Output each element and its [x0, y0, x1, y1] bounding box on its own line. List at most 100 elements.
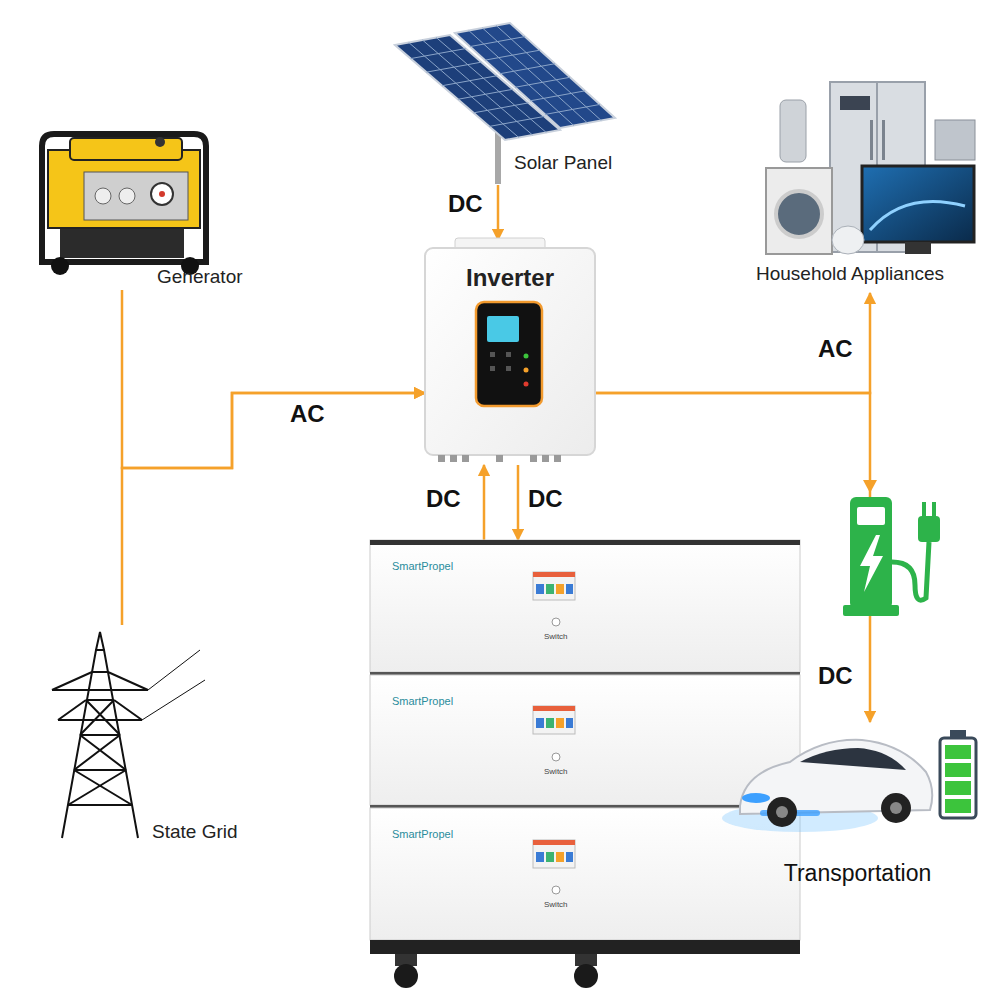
inverter-illustration [506, 366, 511, 371]
generator-illustration [159, 191, 165, 197]
inverter-illustration [490, 366, 495, 371]
household-appliances-illustration [870, 201, 965, 230]
electric-car-illustration [881, 793, 911, 823]
battery-status-sticker [546, 584, 554, 594]
power-tower-illustration [142, 650, 205, 720]
solar-cell-grid [496, 26, 601, 121]
battery-module: SmartPropelSwitch [370, 675, 800, 805]
switch-label: Switch [544, 767, 568, 776]
charging-station-icon [850, 497, 892, 609]
power-tower-illustration [68, 700, 132, 805]
charging-station-icon [857, 507, 885, 525]
battery-status-sticker [536, 584, 544, 594]
charging-station-icon [918, 516, 940, 542]
flow-type-label: DC [528, 485, 563, 513]
switch-button [552, 753, 560, 761]
solar-cell-grid [470, 37, 525, 47]
battery-stack-illustration [370, 940, 800, 954]
solar-cell-grid [426, 62, 481, 72]
inverter-illustration [487, 316, 519, 342]
power-tower-illustration [52, 632, 205, 838]
brand-label: SmartPropel [392, 560, 453, 573]
node-label: State Grid [152, 821, 238, 843]
power-flow-line [595, 293, 870, 393]
generator-illustration [42, 134, 206, 275]
power-tower-illustration [52, 672, 148, 720]
electric-car-illustration [742, 793, 770, 803]
node-label: Household Appliances [756, 263, 944, 285]
solar-cell-grid [469, 31, 574, 126]
solar-cell-grid [442, 76, 497, 86]
inverter-illustration [425, 248, 595, 455]
node-label: Generator [157, 266, 243, 288]
household-appliances-illustration [840, 96, 870, 110]
battery-stack-illustration [370, 675, 800, 805]
battery-stack-illustration [370, 540, 800, 988]
household-appliances-illustration [766, 168, 832, 254]
solar-cell-grid [409, 26, 602, 138]
charging-station-icon [843, 480, 940, 616]
generator-illustration [155, 137, 165, 147]
electric-car-illustration [890, 802, 902, 814]
solar-panel-node: Solar Panel [385, 15, 640, 185]
inverter-illustration [490, 352, 495, 357]
power-flow-line [483, 465, 486, 540]
battery-status-sticker [533, 706, 575, 711]
battery-stack-illustration [394, 964, 418, 988]
flow-type-label: DC [818, 662, 853, 690]
battery-level-icon [945, 799, 971, 813]
solar-cell-grid [545, 104, 600, 114]
charging-station-icon [892, 542, 929, 600]
electric-car-illustration [776, 806, 788, 818]
generator-illustration [60, 226, 184, 258]
battery-status-sticker [556, 718, 564, 728]
battery-status-sticker [533, 572, 575, 600]
appliances-node: Household Appliances [750, 75, 995, 293]
solar-cell-grid [485, 50, 540, 60]
battery-stack-illustration [370, 540, 800, 545]
power-tower-illustration [68, 672, 132, 805]
household-appliances-illustration [862, 166, 974, 242]
inverter-illustration [524, 382, 529, 387]
household-appliances-illustration [870, 120, 873, 160]
power-flow-line [517, 465, 520, 540]
battery-stack-illustration [370, 808, 800, 940]
battery-status-sticker [533, 840, 575, 845]
household-appliances-illustration [776, 191, 822, 237]
battery-status-sticker [536, 718, 544, 728]
brand-label: SmartPropel [392, 828, 453, 841]
generator-illustration [42, 134, 206, 262]
generator-node: Generator [30, 130, 270, 290]
inverter-illustration [450, 455, 457, 462]
flow-type-label: DC [448, 190, 483, 218]
inverter-illustration [554, 455, 561, 462]
battery-level-icon [940, 730, 976, 818]
battery-stack-illustration [574, 964, 598, 988]
battery-status-sticker [546, 852, 554, 862]
electric-car-illustration [722, 730, 976, 832]
solar-panel-illustration [455, 23, 615, 128]
battery-status-sticker [533, 572, 575, 577]
inverter-illustration [462, 455, 469, 462]
battery-status-sticker [533, 572, 575, 868]
power-flow-line [122, 290, 425, 468]
electric-car-illustration [800, 748, 906, 770]
state-grid-node: State Grid [45, 625, 265, 850]
battery-level-icon [945, 745, 971, 759]
solar-cell-grid [483, 28, 588, 123]
household-appliances-illustration [905, 242, 931, 254]
transportation-node: Transportation [720, 722, 995, 892]
solar-cell-grid [474, 103, 529, 113]
power-tower-illustration [62, 650, 138, 838]
battery-module: SmartPropelSwitch [370, 540, 800, 672]
battery-level-icon [945, 763, 971, 777]
generator-illustration [51, 257, 69, 275]
inverter-illustration [496, 455, 503, 462]
generator-illustration [70, 138, 182, 160]
solar-panel-illustration [395, 23, 615, 184]
solar-cell-grid [530, 91, 585, 101]
battery-status-sticker [556, 852, 564, 862]
household-appliances-illustration [780, 100, 806, 162]
inverter-illustration [506, 352, 511, 357]
